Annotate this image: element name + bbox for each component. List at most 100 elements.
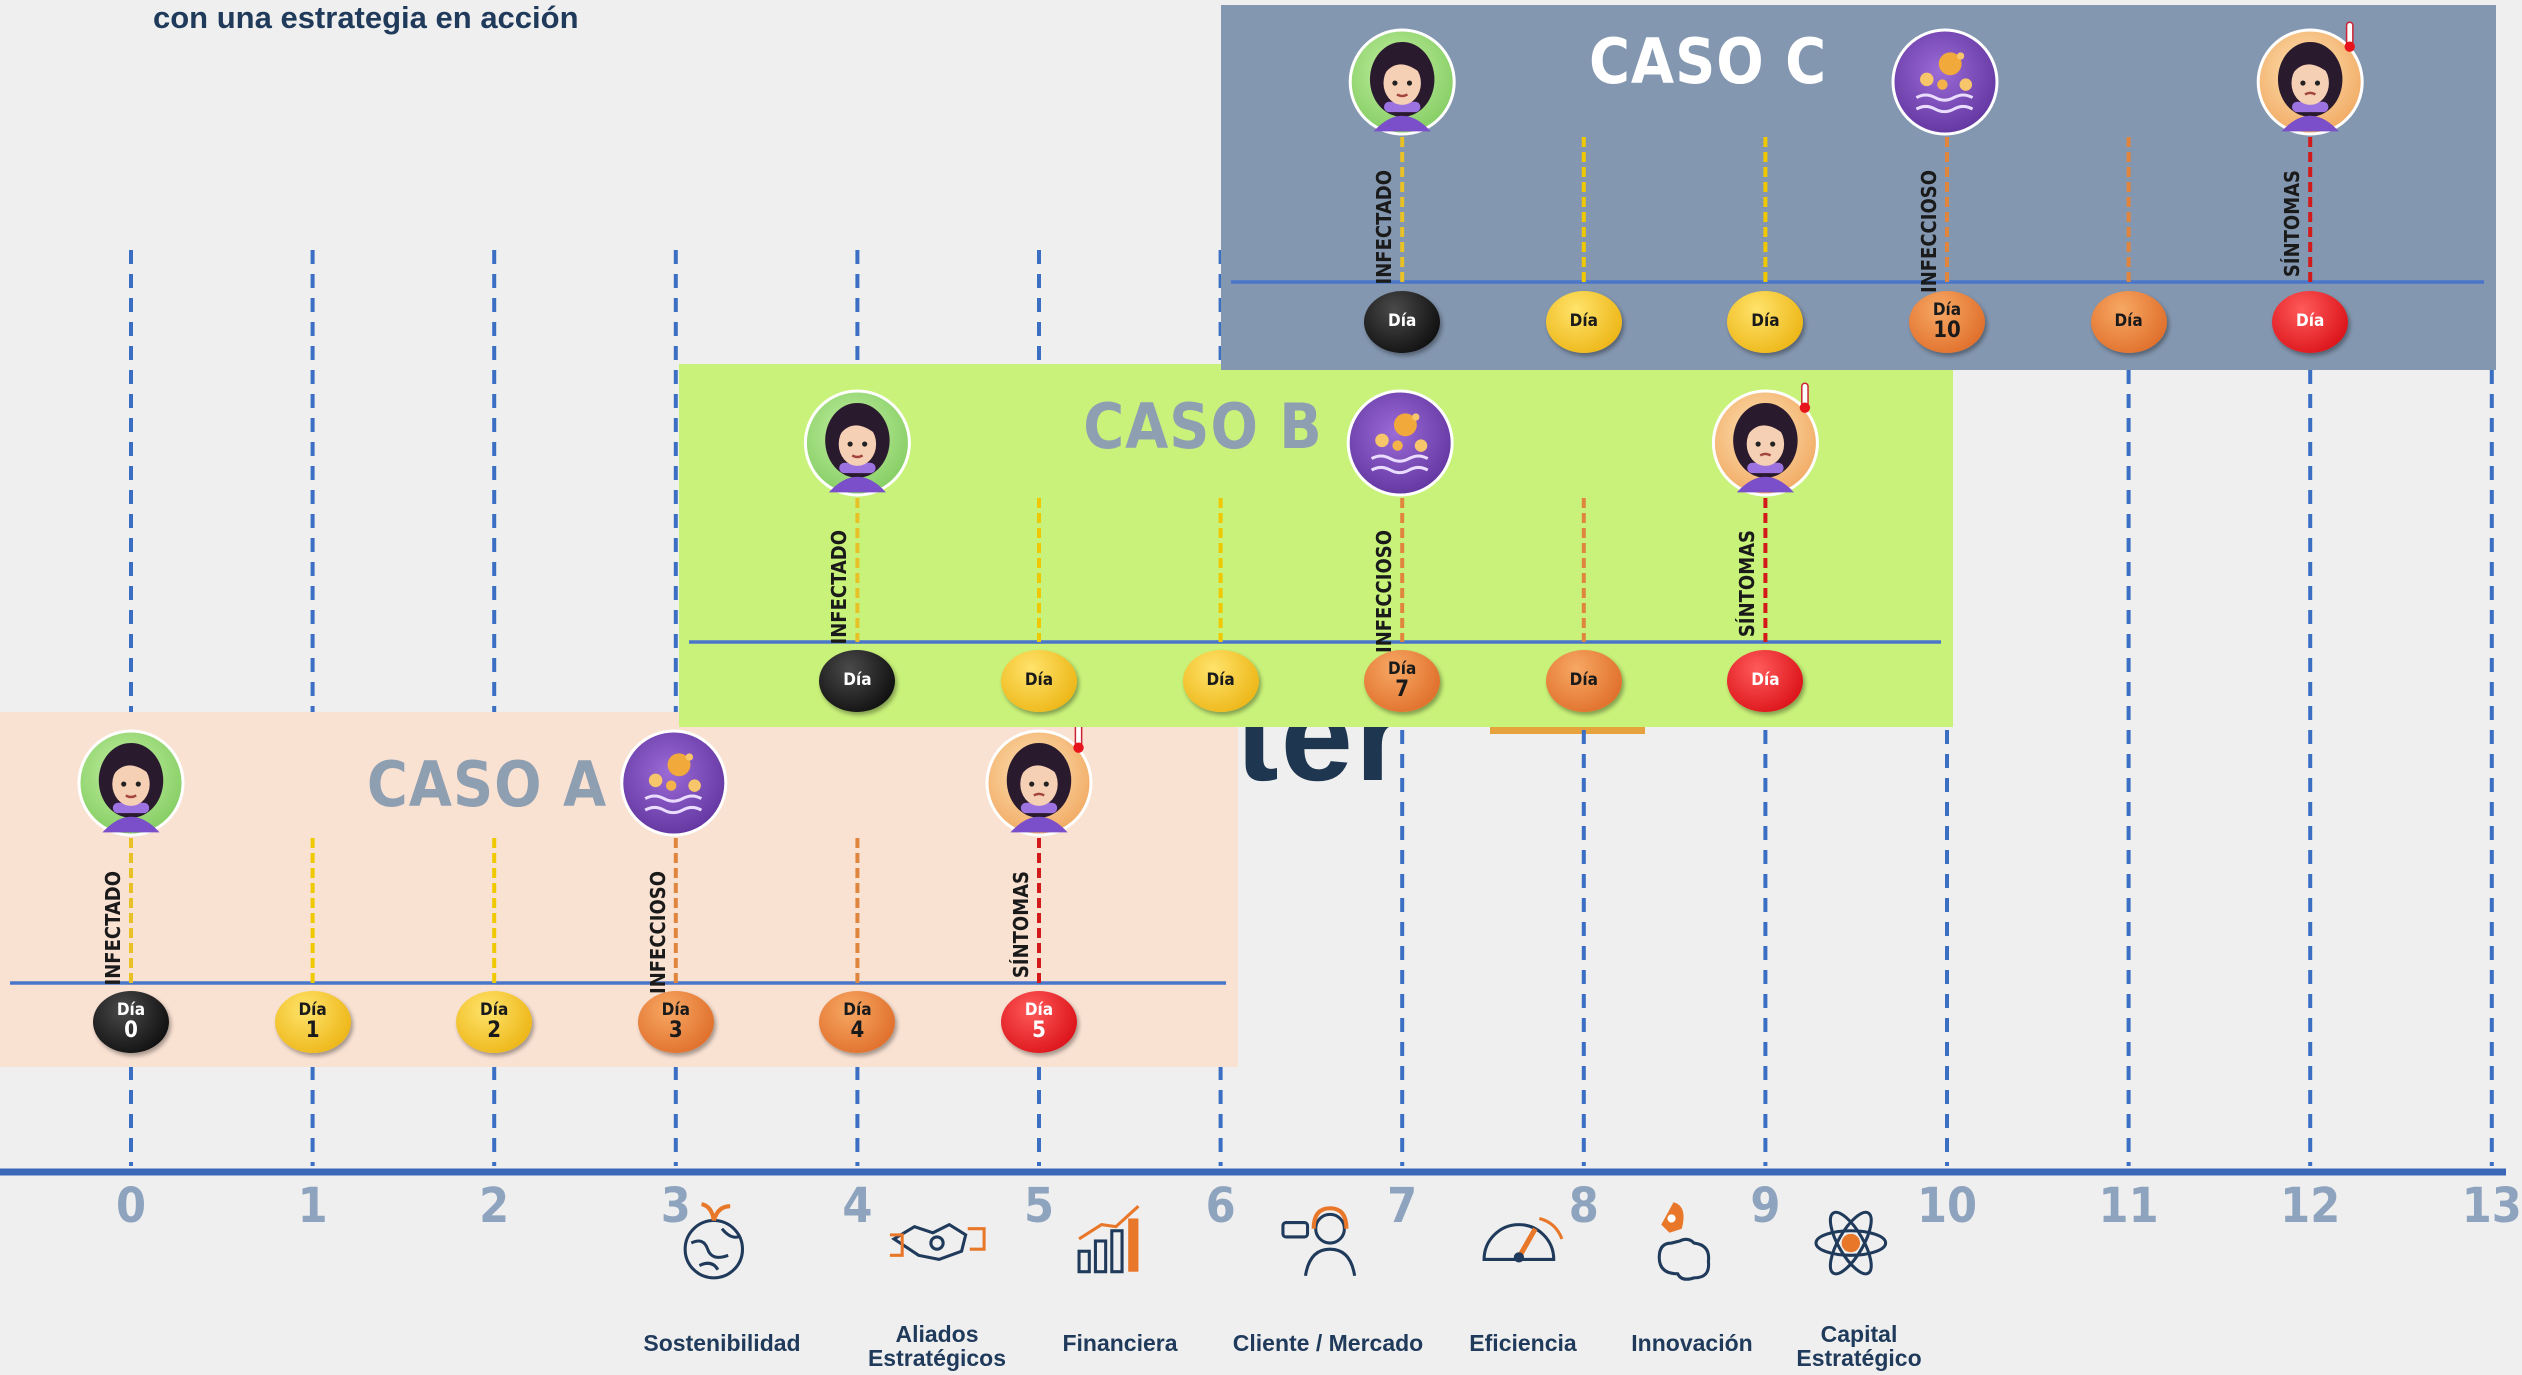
virus-particle: [667, 753, 691, 777]
virus-particle: [685, 753, 694, 761]
axis-tick-label: 4: [842, 1178, 873, 1234]
eye-right: [1770, 441, 1776, 447]
air-wave: [644, 794, 703, 803]
case-avatars: [803, 382, 1819, 497]
air-wave: [1370, 454, 1429, 463]
category-label-line: Cliente / Mercado: [1232, 1330, 1424, 1356]
day-word: Día: [661, 999, 690, 1020]
mouth-shape: [125, 794, 137, 799]
category-label-line: Innovación: [1631, 1330, 1753, 1356]
virus-particle: [1937, 79, 1948, 90]
day-word: Día: [2114, 311, 2143, 332]
category-label: Financiera: [1062, 1331, 1177, 1355]
axis-tick-label: 7: [1387, 1178, 1418, 1234]
category-label-line: Sostenibilidad: [643, 1330, 801, 1356]
eye-right: [135, 781, 141, 787]
face-shape: [112, 762, 150, 806]
day-number: 7: [1395, 677, 1410, 703]
eye-left: [1392, 80, 1398, 86]
category-label-line: Estratégicos: [867, 1345, 1007, 1372]
scarf-band: [1020, 802, 1058, 814]
category-label-line: Aliados: [895, 1321, 979, 1347]
bangs-shape: [2288, 51, 2331, 77]
scarf-band: [112, 802, 150, 814]
day-marker: Día: [819, 650, 896, 712]
eye-right: [1043, 781, 1049, 787]
day-word: Día: [1024, 670, 1054, 691]
axis-tick-label: 2: [479, 1178, 510, 1234]
stage-label-symptoms: SÍNTOMAS: [2280, 170, 2305, 278]
eye-right: [2314, 80, 2321, 86]
category-label-line: Financiera: [1062, 1330, 1178, 1356]
stage-label-symptoms: SÍNTOMAS: [1009, 871, 1033, 979]
axis-tick-label: 10: [1916, 1178, 1978, 1234]
virus-particle: [666, 780, 677, 791]
day-marker: Día: [1727, 291, 1804, 353]
virus-particle: [1920, 72, 1934, 87]
background-accent-bar: [1490, 724, 1645, 734]
scarf-shape: [1736, 476, 1794, 493]
face-shape: [2291, 61, 2329, 105]
day-word: Día: [843, 670, 872, 691]
mouth-shape: [851, 454, 864, 459]
virus-particle: [1938, 52, 1962, 76]
axis-tick-label: 0: [115, 1178, 147, 1234]
day-marker: Día: [1182, 650, 1259, 712]
case-avatars: [77, 722, 1093, 837]
scarf-band: [1747, 462, 1784, 474]
bangs-shape: [835, 412, 879, 438]
category-label-line: Capital: [1820, 1321, 1898, 1347]
stage-label-infectious: INFECCIOSO: [645, 871, 670, 994]
atom-icon: [1809, 1198, 1909, 1288]
stage-label-symptoms: SÍNTOMAS: [1735, 530, 1760, 638]
axis-tick-label: 11: [2098, 1178, 2159, 1234]
eye-right: [1406, 80, 1413, 86]
stage-label-infected: INFECTADO: [101, 871, 125, 986]
mouth-shape: [1396, 93, 1409, 98]
day-word: Día: [843, 999, 872, 1020]
category-label-line: Eficiencia: [1469, 1330, 1577, 1356]
axis-tick-label: 8: [1568, 1178, 1599, 1234]
stage-label-infected: INFECTADO: [827, 530, 852, 645]
day-number: 4: [850, 1018, 865, 1044]
face-shape: [838, 422, 877, 466]
day-word: Día: [1569, 311, 1598, 332]
scarf-band: [1384, 101, 1421, 113]
day-word: Día: [1388, 311, 1417, 332]
case-title: CASO A: [366, 748, 608, 821]
thermometer-bulb: [1073, 742, 1084, 753]
air-wave: [1370, 465, 1429, 475]
day-number: 1: [305, 1018, 320, 1044]
mouth-shape: [1033, 792, 1045, 797]
virus-particle: [1414, 439, 1428, 452]
day-number: 3: [668, 1018, 683, 1044]
axis-tick-label: 6: [1205, 1178, 1236, 1234]
scarf-band: [839, 462, 876, 474]
bangs-shape: [1380, 51, 1423, 77]
thermometer-bulb: [2344, 41, 2355, 52]
day-number: 0: [124, 1018, 138, 1044]
bangs-shape: [109, 752, 152, 778]
day-marker: Día: [1727, 650, 1804, 712]
thermometer-bulb: [1799, 402, 1811, 413]
mouth-shape: [1759, 452, 1772, 457]
virus-particle: [1393, 413, 1417, 437]
globe-plant-icon: [672, 1198, 772, 1288]
virus-particle: [1412, 413, 1420, 421]
day-marker: Día: [1545, 291, 1622, 353]
scarf-band: [2292, 101, 2329, 113]
virus-particle: [1375, 433, 1389, 448]
eye-right: [862, 441, 868, 447]
eye-left: [1755, 441, 1761, 447]
day-number: 5: [1032, 1018, 1046, 1044]
day-word: Día: [1388, 658, 1417, 679]
mouth-shape: [2304, 91, 2317, 96]
